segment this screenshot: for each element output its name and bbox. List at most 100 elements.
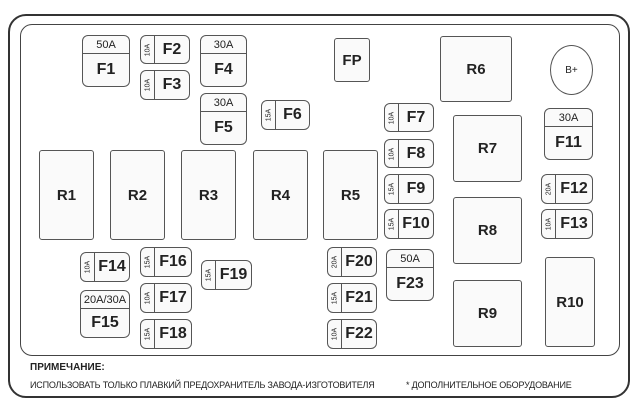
fuse-rating: 30A: [201, 36, 246, 54]
fuse-rating: 15A: [262, 101, 276, 129]
fuse-f20: 20A F20: [327, 247, 377, 277]
note-title: ПРИМЕЧАНИЕ:: [30, 362, 105, 373]
fuse-f9: 15A F9: [384, 174, 434, 204]
fuse-rating: 15A: [141, 248, 155, 276]
fuse-rating-text: 15A: [331, 291, 338, 305]
fuse-f19: 15A F19: [201, 260, 252, 290]
fuse-label: F5: [214, 119, 233, 136]
note-text: ИСПОЛЬЗОВАТЬ ТОЛЬКО ПЛАВКИЙ ПРЕДОХРАНИТЕ…: [30, 380, 375, 390]
relay-r1: R1: [39, 150, 94, 240]
fuse-rating: 10A: [542, 210, 556, 238]
fuse-rating: 15A: [385, 210, 399, 238]
fuse-label: F4: [214, 61, 233, 78]
fuse-label: F22: [345, 325, 373, 342]
fuse-f15: 20A/30A F15: [80, 290, 130, 338]
fuse-rating: 15A: [141, 320, 155, 348]
fuse-label: F23: [396, 275, 424, 292]
fuse-f8: 10A F8: [384, 139, 434, 168]
fuse-label: F9: [406, 180, 426, 197]
fuse-label: F13: [560, 215, 588, 232]
fuse-rating-text: 10A: [331, 327, 338, 341]
fuse-rating: 10A: [141, 284, 155, 312]
relay-r3: R3: [181, 150, 236, 240]
fuse-rating-text: 15A: [205, 268, 212, 282]
fuse-label: F11: [555, 134, 582, 151]
relay-r9: R9: [453, 280, 522, 347]
fuse-rating-text: 15A: [265, 108, 272, 122]
fuse-label: F7: [406, 108, 426, 126]
fuse-rating: 15A: [328, 284, 342, 312]
fuse-label: F2: [162, 40, 182, 58]
fuse-rating-text: 10A: [84, 260, 91, 274]
fuse-rating-text: 20A: [331, 255, 338, 269]
fuse-rating: 50A: [387, 250, 433, 268]
fuse-label: F21: [345, 289, 373, 306]
fuse-rating: 15A: [385, 175, 399, 203]
fuse-f10: 15A F10: [384, 209, 434, 239]
fuse-rating: 50A: [83, 36, 129, 54]
fuse-box-inner-frame: [20, 24, 620, 356]
fuse-rating-text: 10A: [545, 217, 552, 231]
fuse-rating: 10A: [141, 36, 155, 63]
fuse-f13: 10A F13: [541, 209, 593, 239]
fuse-f12: 20A F12: [541, 174, 593, 204]
relay-r8: R8: [453, 197, 522, 264]
fuse-f18: 15A F18: [140, 319, 192, 349]
note-optional-equipment: * ДОПОЛНИТЕЛЬНОЕ ОБОРУДОВАНИЕ: [406, 380, 572, 390]
fuse-label: F15: [91, 314, 119, 331]
relay-r10: R10: [545, 257, 595, 347]
relay-fp: FP: [334, 38, 370, 82]
fuse-f16: 15A F16: [140, 247, 192, 277]
fuse-label: F12: [560, 180, 588, 197]
battery-terminal: B+: [550, 45, 593, 95]
fuse-f7: 10A F7: [384, 103, 434, 132]
fuse-label: F18: [159, 325, 187, 342]
fuse-f2: 10A F2: [140, 35, 190, 64]
fuse-rating: 20A: [328, 248, 342, 276]
fuse-rating-text: 15A: [388, 182, 395, 196]
fuse-rating: 30A: [201, 94, 246, 112]
fuse-rating-text: 15A: [144, 327, 151, 341]
fuse-label: F10: [402, 215, 430, 232]
fuse-rating-text: 20A: [545, 182, 552, 196]
fuse-box-outer-frame: [8, 14, 630, 398]
fuse-label: F16: [159, 253, 187, 270]
relay-r2: R2: [110, 150, 165, 240]
fuse-label: F6: [283, 106, 302, 123]
fuse-f21: 15A F21: [327, 283, 377, 313]
fuse-rating: 20A/30A: [81, 291, 129, 309]
fuse-rating-text: 10A: [388, 111, 395, 124]
fuse-rating: 15A: [202, 261, 216, 289]
fuse-rating: 30A: [545, 109, 592, 127]
fuse-rating-text: 10A: [144, 78, 151, 92]
relay-r7: R7: [453, 115, 522, 182]
fuse-rating: 10A: [141, 71, 155, 99]
fuse-rating-text: 15A: [144, 255, 151, 269]
fuse-rating: 10A: [385, 104, 399, 131]
fuse-rating: 10A: [328, 320, 342, 348]
relay-r6: R6: [440, 36, 512, 102]
fuse-label: F19: [219, 266, 248, 283]
fuse-rating: 20A: [542, 175, 556, 203]
fuse-rating-text: 15A: [388, 217, 395, 231]
fuse-f22: 10A F22: [327, 319, 377, 349]
fuse-rating: 10A: [81, 253, 95, 281]
relay-r5: R5: [323, 150, 378, 240]
fuse-label: F8: [406, 144, 426, 162]
fuse-label: F20: [345, 253, 373, 270]
relay-r4: R4: [253, 150, 308, 240]
fuse-rating-text: 10A: [388, 147, 395, 160]
fuse-rating-text: 10A: [144, 43, 151, 56]
fuse-label: F1: [96, 61, 116, 78]
fuse-rating-text: 10A: [144, 291, 151, 305]
fuse-f6: 15A F6: [261, 100, 310, 130]
fuse-rating: 10A: [385, 140, 399, 167]
